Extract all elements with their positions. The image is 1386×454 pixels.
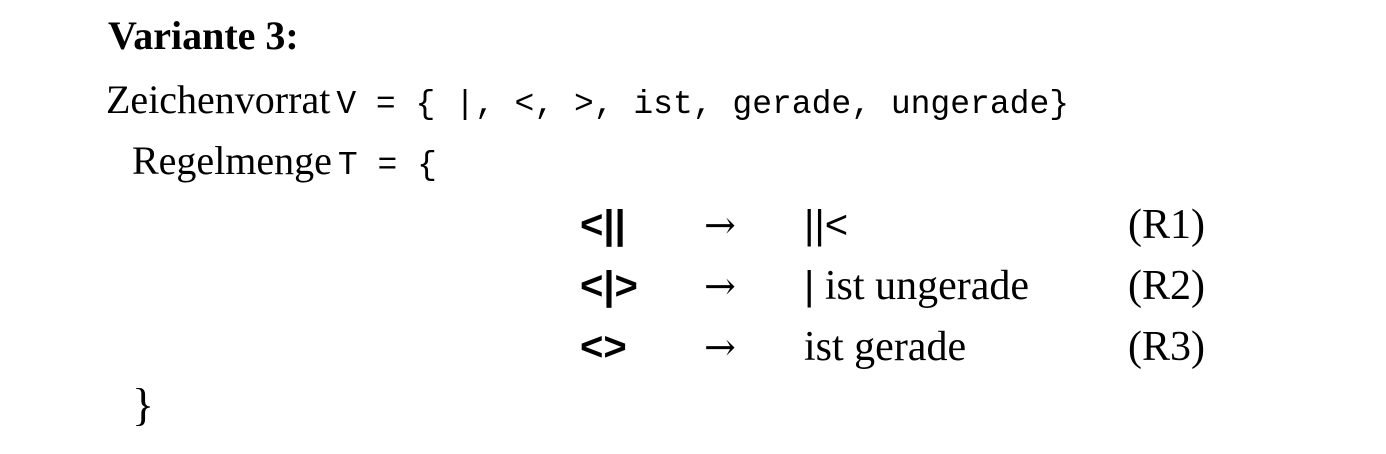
rule-lhs: <>	[580, 325, 627, 369]
rule-rhs-symbols: |	[804, 264, 815, 308]
rule-label: (R3)	[1128, 324, 1205, 370]
rule-rhs-words: ist ungerade	[814, 263, 1029, 309]
ruleset-close-brace: }	[132, 379, 155, 430]
ruleset-open: T = {	[337, 147, 437, 184]
rule-lhs: <|>	[580, 264, 638, 308]
alphabet-label: Zeichenvorrat	[106, 77, 331, 122]
ruleset-label: Regelmenge	[132, 138, 332, 183]
rule-rhs-words: ist gerade	[804, 324, 967, 370]
rule-rhs: ist gerade	[804, 322, 966, 372]
rule-rhs: ||<	[804, 200, 848, 250]
alphabet-expression: V = { |, <, >, ist, gerade, ungerade}	[336, 86, 1070, 123]
rule-label: (R2)	[1128, 263, 1205, 309]
rule-rhs-symbols: ||<	[804, 203, 849, 247]
section-heading: Variante 3:	[108, 13, 299, 58]
right-arrow-icon: →	[704, 203, 736, 247]
right-arrow-icon: →	[704, 264, 736, 308]
rule-lhs: <||	[580, 203, 626, 247]
rule-rhs: | ist ungerade	[804, 261, 1029, 311]
rule-label: (R1)	[1128, 202, 1205, 248]
right-arrow-icon: →	[704, 325, 736, 369]
